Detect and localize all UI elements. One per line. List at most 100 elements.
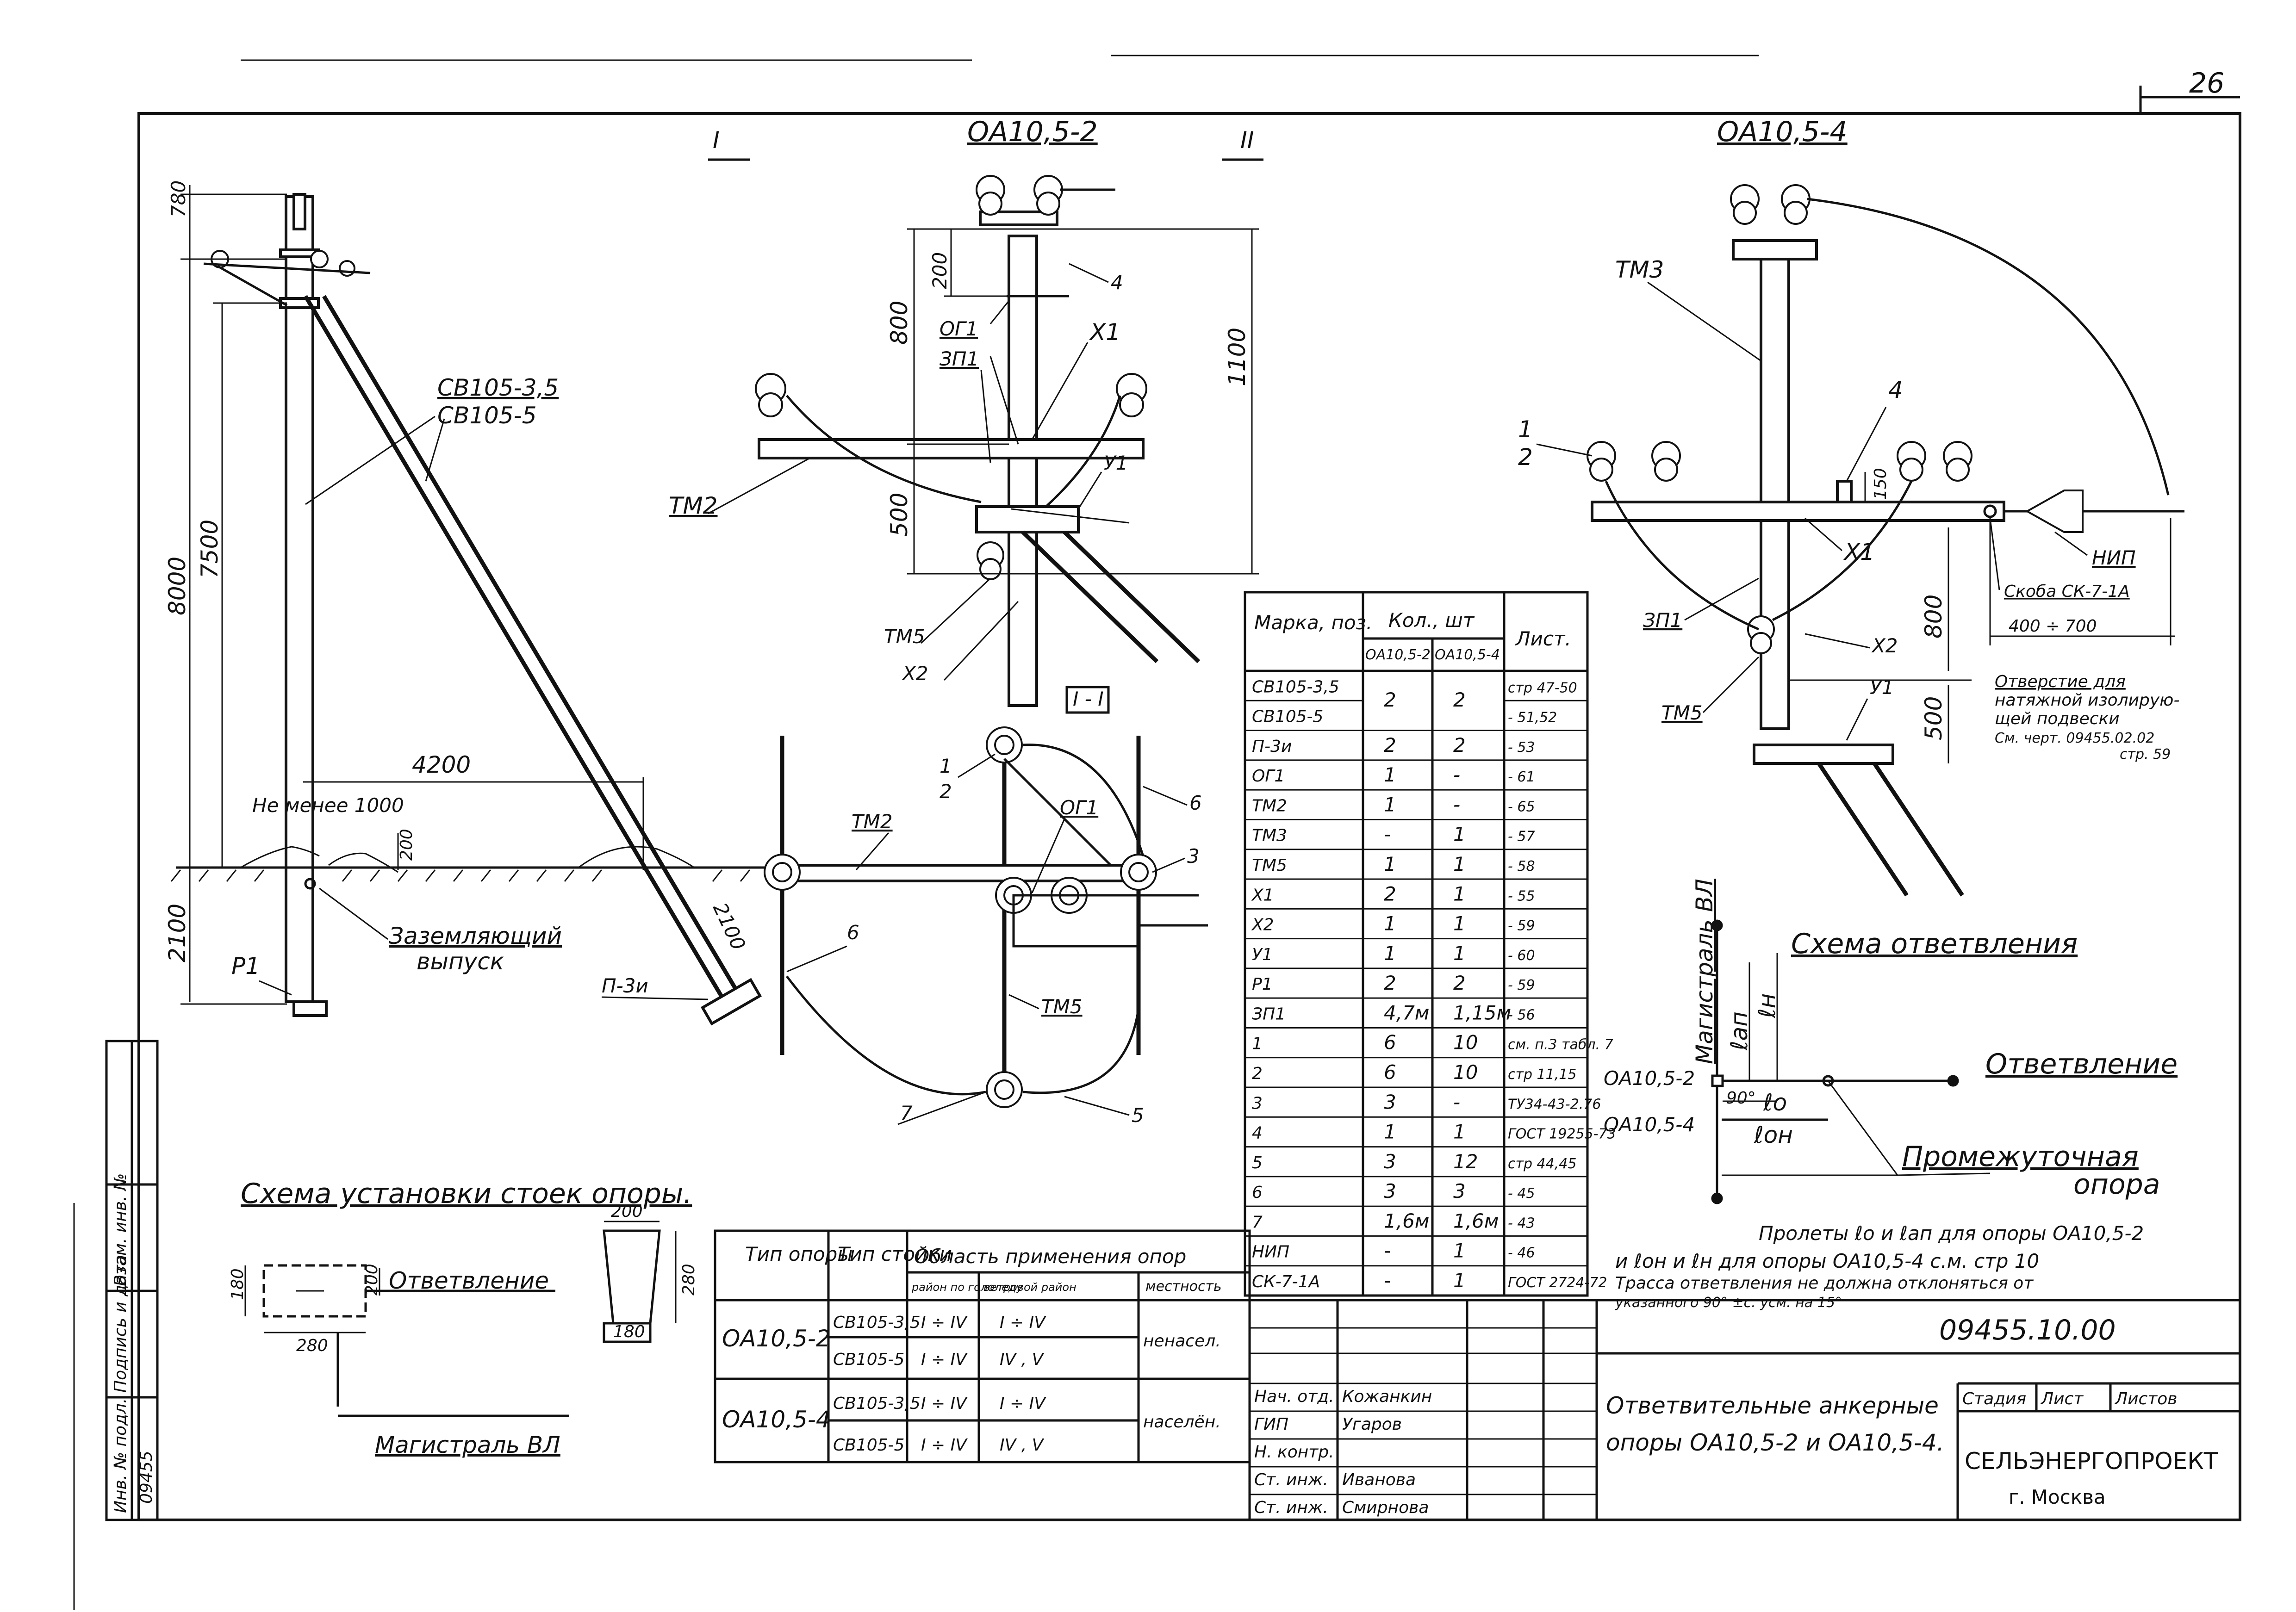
mt-row-sheet: - 59 xyxy=(1508,918,1535,934)
sec-label-og1: ОГ1 xyxy=(1060,796,1098,819)
tb-sheet: Лист xyxy=(2040,1389,2084,1408)
mt-row-qty4: 1 xyxy=(1453,942,1466,965)
mt-row-qty4: 1 xyxy=(1453,823,1466,846)
sec-label-6b: 6 xyxy=(847,921,859,944)
oa2-label-og1: ОГ1 xyxy=(940,317,978,340)
install-dim-200b: 200 xyxy=(611,1202,643,1221)
mt-row-sheet: - 43 xyxy=(1508,1215,1535,1231)
mt-row-sheet: - 46 xyxy=(1508,1245,1535,1261)
mt-row-mark: 3 xyxy=(1252,1094,1263,1113)
sec-label-tm2: ТМ2 xyxy=(852,810,893,833)
oa4-dim-150: 150 xyxy=(1871,468,1890,500)
mt-row-sheet: - 56 xyxy=(1508,1007,1535,1023)
sec-label-2: 2 xyxy=(940,780,952,803)
mt-row-qty4: 2 xyxy=(1453,688,1466,711)
oa2-label-tm2: ТМ2 xyxy=(669,492,718,519)
note-line-1: Пролеты ℓо и ℓап для опоры ОА10,5-2 xyxy=(1759,1222,2144,1245)
tb-org-1: СЕЛЬЭНЕРГОПРОЕКТ xyxy=(1965,1448,2218,1475)
label-ground-2: выпуск xyxy=(417,948,504,975)
ut-row-ice: I ÷ IV xyxy=(921,1436,968,1455)
mt-row-sheet: стр 47-50 xyxy=(1508,680,1577,696)
tb-role-4: Ст. инж. xyxy=(1254,1498,1328,1517)
stamp-inv-value: 09455 xyxy=(137,1451,156,1504)
mt-row-mark: СВ105-5 xyxy=(1252,707,1323,726)
mt-row-sheet: - 53 xyxy=(1508,739,1535,756)
sec-label-6a: 6 xyxy=(1189,792,1202,814)
ut-row-type: ОА10,5-2 xyxy=(722,1325,831,1352)
title-block: Нач. отд. ГИП Н. контр. Ст. инж. Ст. инж… xyxy=(1248,1299,2241,1521)
mt-row-sheet: см. п.3 табл. 7 xyxy=(1508,1037,1613,1053)
mt-row-mark: У1 xyxy=(1252,945,1273,964)
oa2-dim-200: 200 xyxy=(928,252,951,289)
mt-row-qty2: 1 xyxy=(1384,793,1396,816)
mt-row-qty4: 1,15м xyxy=(1453,1001,1511,1024)
oa2-dim-500: 500 xyxy=(886,493,913,537)
oa2-view: 200 800 1100 500 4 ОГ1 ЗП1 Х1 ТМ2 У1 ТМ5… xyxy=(669,175,1259,707)
section-1-1-label: I - I xyxy=(1073,688,1104,710)
pole-oa4 xyxy=(1760,255,1790,730)
mt-row-mark: Х2 xyxy=(1251,916,1274,935)
mt-row-sheet: - 51,52 xyxy=(1508,710,1557,726)
install-dim-180b: 180 xyxy=(613,1322,645,1341)
oa4-label-tm5: ТМ5 xyxy=(1661,701,1703,724)
label-r1: Р1 xyxy=(231,953,260,980)
ut-row-ice: I ÷ IV xyxy=(921,1313,968,1332)
mt-sub-oa2: ОА10,5-2 xyxy=(1365,647,1431,663)
mt-row-mark: ТМ5 xyxy=(1252,856,1287,875)
install-scheme: Схема установки стоек опоры. 180 200 280… xyxy=(228,1178,698,1458)
pole-oa2 xyxy=(1008,235,1038,707)
tb-title-2: опоры ОА10,5-2 и ОА10,5-4. xyxy=(1606,1429,1944,1456)
mt-row-qty4: 1 xyxy=(1453,912,1466,935)
mt-row-sheet: - 65 xyxy=(1508,799,1535,815)
sheet-frame: 26 xyxy=(73,55,2241,1610)
mt-row-mark: ОГ1 xyxy=(1252,767,1285,786)
oa4-title: ОА10,5-4 xyxy=(1717,116,1848,148)
mt-row-sheet: - 58 xyxy=(1508,858,1535,874)
oa4-dim-800: 800 xyxy=(1920,595,1947,639)
oa4-note-hole-4: См. черт. 09455.02.02 xyxy=(1995,730,2154,746)
mt-row-qty2: - xyxy=(1384,1269,1391,1292)
tb-org-2: г. Москва xyxy=(2009,1486,2106,1508)
tb-name-0: Кожанкин xyxy=(1342,1387,1432,1406)
mt-row-mark: 7 xyxy=(1252,1213,1263,1232)
mt-row-mark: Р1 xyxy=(1252,975,1273,994)
mt-row-sheet: - 61 xyxy=(1508,769,1535,785)
mt-row-qty2: 3 xyxy=(1384,1180,1396,1203)
ut-row-post: СВ105-3,5 xyxy=(833,1394,921,1413)
mt-row-qty2: 1,6м xyxy=(1384,1209,1429,1232)
mt-row-sheet: стр 11,15 xyxy=(1508,1066,1576,1083)
oa2-dim-1100: 1100 xyxy=(1224,328,1251,386)
ut-header-area: Область применения опор xyxy=(914,1245,1186,1268)
branch-title: Схема ответвления xyxy=(1791,928,2078,960)
mt-sub-oa4: ОА10,5-4 xyxy=(1435,647,1500,663)
mt-row-mark: 5 xyxy=(1252,1153,1263,1172)
mt-row-qty2: 1 xyxy=(1384,763,1396,786)
mt-row-qty2: 2 xyxy=(1384,688,1396,711)
oa4-label-1: 1 xyxy=(1518,416,1533,443)
tb-title-1: Ответвительные анкерные xyxy=(1606,1392,1939,1419)
ut-row-wind: IV , V xyxy=(1000,1436,1045,1455)
oa2-title: ОА10,5-2 xyxy=(967,116,1098,148)
crossarm-tm2 xyxy=(758,438,1145,459)
oa4-label-tm3: ТМ3 xyxy=(1615,256,1664,283)
install-branch: Ответвление xyxy=(389,1267,549,1294)
branch-intermediate-2: опора xyxy=(2073,1168,2160,1201)
view-titles: ОА10,5-2 ОА10,5-4 I II I - I xyxy=(708,116,1848,714)
ut-row-terrain: ненасел. xyxy=(1143,1332,1221,1351)
side-view: 780 8000 7500 2100 4200 200 2100 СВ105-3… xyxy=(164,180,796,1026)
oa4-note-hole-1: Отверстие для xyxy=(1995,672,2126,691)
tb-name-3: Иванова xyxy=(1342,1470,1416,1489)
mt-row-qty4: - xyxy=(1453,763,1460,786)
mt-row-qty2: 3 xyxy=(1384,1150,1396,1173)
dim-2100b: 2100 xyxy=(709,899,750,954)
oa4-note-hole-2: натяжной изолирую- xyxy=(1995,691,2179,710)
tb-role-1: ГИП xyxy=(1254,1415,1288,1434)
mt-row-qty2: 3 xyxy=(1384,1091,1396,1113)
mt-row-mark: 6 xyxy=(1252,1183,1263,1202)
mt-row-qty2: 1 xyxy=(1384,912,1396,935)
mt-row-sheet: - 45 xyxy=(1508,1185,1535,1202)
mt-row-qty4: 3 xyxy=(1453,1180,1466,1203)
label-min-1000: Не менее 1000 xyxy=(252,794,404,817)
mt-header-qty: Кол., шт xyxy=(1388,609,1475,632)
